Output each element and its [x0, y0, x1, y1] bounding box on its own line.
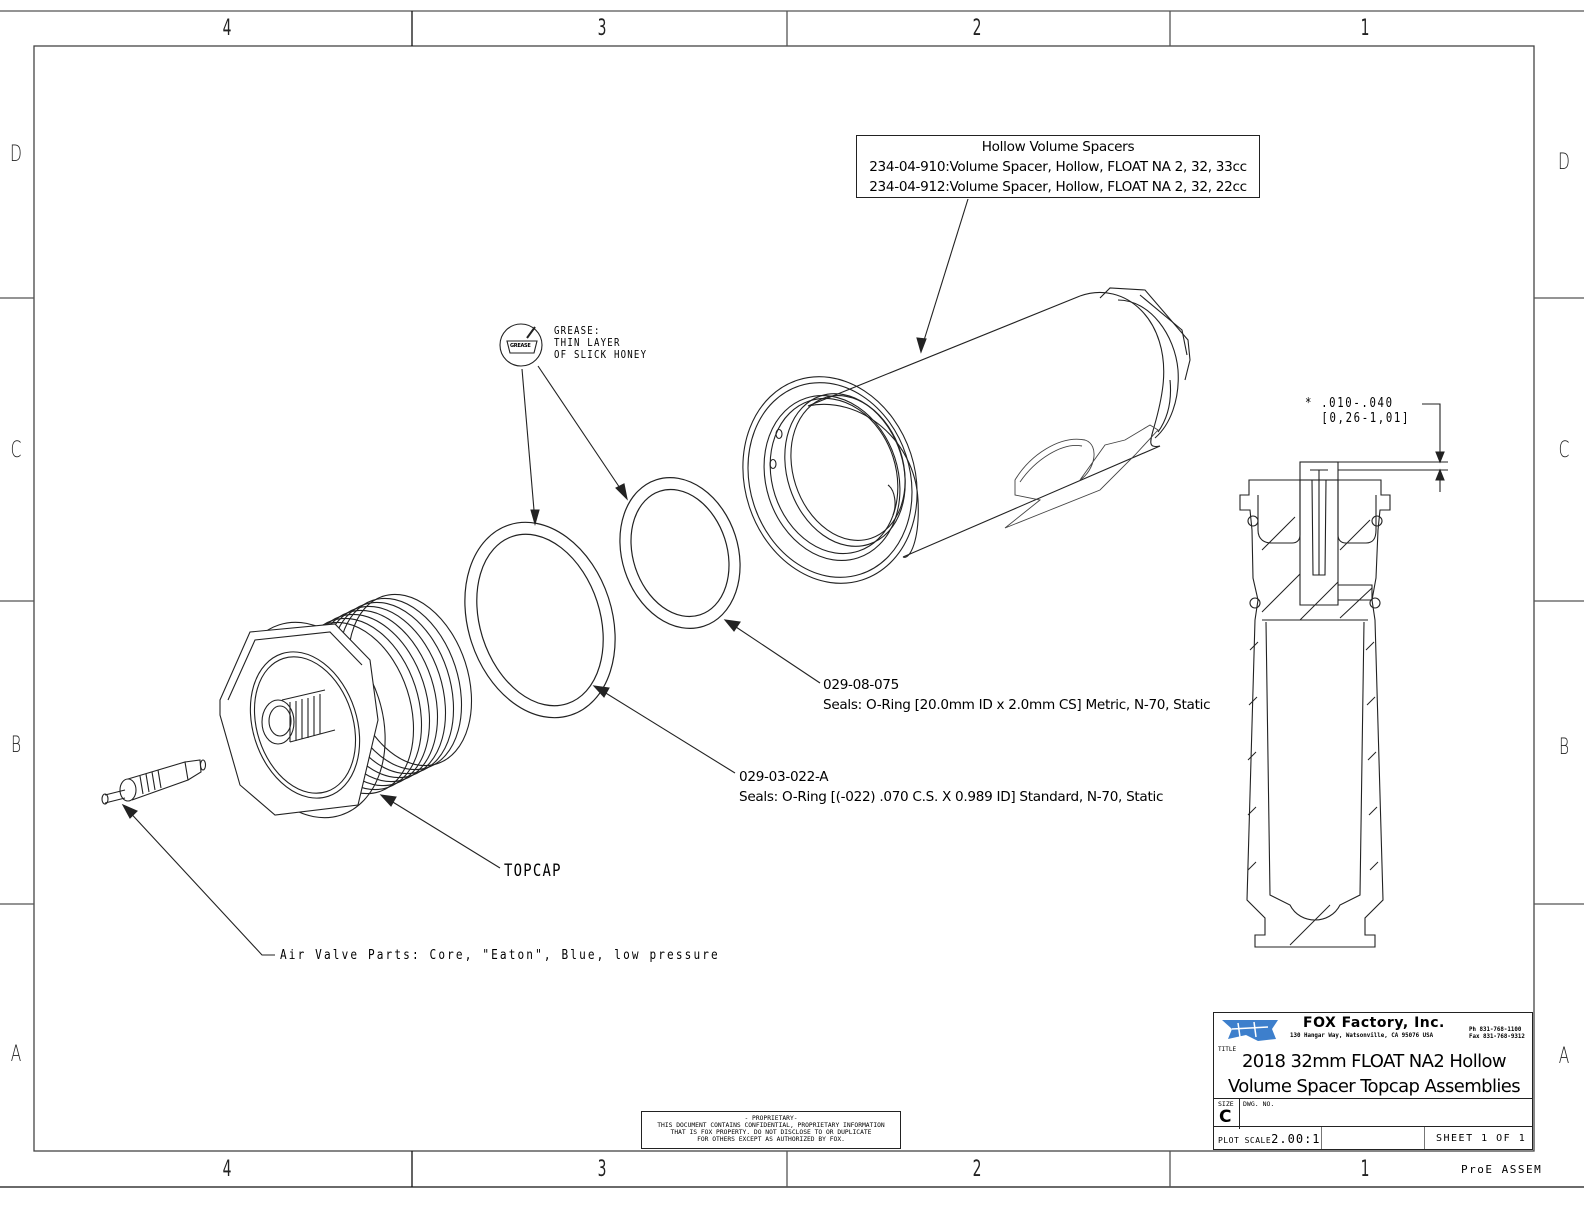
o-ring-large-part-number: 029-03-022-A	[739, 769, 829, 785]
title-label: TITLE	[1218, 1046, 1237, 1053]
grease-note-line: GREASE:	[554, 324, 601, 337]
zone-label-top-1: 1	[1360, 16, 1370, 41]
zone-label-left-d: D	[10, 142, 22, 167]
zone-label-right-a: A	[1558, 1044, 1570, 1069]
sheet-number: SHEET 1 OF 1	[1436, 1133, 1527, 1144]
sheet-divider	[1424, 1127, 1425, 1149]
zone-label-left-b: B	[10, 733, 22, 758]
dimension-imperial: * .010-.040	[1305, 396, 1394, 411]
o-ring-small-description: Seals: O-Ring [20.0mm ID x 2.0mm CS] Met…	[823, 697, 1211, 713]
fox-logo	[1222, 1020, 1278, 1041]
company-contact: Ph 831-768-1100 Fax 831-768-9312	[1469, 1027, 1525, 1041]
zone-label-bottom-1: 1	[1360, 1157, 1370, 1182]
scale-divider	[1321, 1127, 1322, 1149]
plot-scale-label: PLOT SCALE	[1218, 1136, 1272, 1145]
dimension-metric: [0,26-1,01]	[1321, 411, 1411, 426]
proprietary-line: THAT IS FOX PROPERTY. DO NOT DISCLOSE TO…	[670, 1129, 872, 1136]
zone-label-top-4: 4	[222, 16, 232, 41]
zone-label-left-c: C	[10, 438, 22, 463]
volume-spacers-heading: Hollow Volume Spacers	[981, 139, 1135, 155]
volume-spacer-part-22cc: 234-04-912:Volume Spacer, Hollow, FLOAT …	[869, 179, 1247, 195]
proprietary-notice: - PROPRIETARY- THIS DOCUMENT CONTAINS CO…	[641, 1111, 901, 1149]
o-ring-small-part-number: 029-08-075	[823, 677, 900, 693]
company-address: 130 Hangar Way, Watsonville, CA 95076 US…	[1290, 1033, 1434, 1039]
title-block-scale-row: PLOT SCALE2.00:1 SHEET 1 OF 1	[1214, 1126, 1532, 1151]
company-phone: Ph 831-768-1100	[1469, 1027, 1522, 1033]
zone-label-right-c: C	[1558, 438, 1570, 463]
proprietary-line: FOR OTHERS EXCEPT AS AUTHORIZED BY FOX.	[697, 1136, 845, 1143]
zone-label-right-d: D	[1558, 150, 1570, 175]
volume-spacers-callout: Hollow Volume Spacers 234-04-910:Volume …	[856, 135, 1260, 198]
sheet-frame	[0, 10, 1584, 1188]
air-valve-core-drawing	[101, 759, 207, 805]
zone-label-bottom-3: 3	[597, 1157, 607, 1182]
proe-assem-tag: ProE ASSEM	[1461, 1163, 1543, 1176]
size-label: SIZE	[1218, 1100, 1234, 1108]
proprietary-line: THIS DOCUMENT CONTAINS CONFIDENTIAL, PRO…	[657, 1122, 885, 1129]
zone-label-bottom-4: 4	[222, 1157, 232, 1182]
leader-lines	[121, 198, 969, 956]
grease-note-line: OF SLICK HONEY	[554, 348, 648, 361]
size-value: C	[1219, 1107, 1232, 1127]
title-block: FOX Factory, Inc. 130 Hangar Way, Watson…	[1213, 1012, 1533, 1150]
company-name: FOX Factory, Inc.	[1303, 1015, 1445, 1031]
volume-spacer-part-33cc: 234-04-910:Volume Spacer, Hollow, FLOAT …	[869, 159, 1247, 175]
plot-scale-value: 2.00:1	[1271, 1132, 1321, 1146]
topcap-label: TOPCAP	[504, 861, 562, 881]
drawing-title: 2018 32mm FLOAT NA2 Hollow Volume Spacer…	[1214, 1049, 1534, 1099]
grease-note: GREASE: THIN LAYER OF SLICK HONEY	[554, 325, 647, 361]
zone-label-top-2: 2	[972, 16, 982, 41]
o-ring-large-description: Seals: O-Ring [(-022) .070 C.S. X 0.989 …	[739, 789, 1164, 805]
plot-scale: PLOT SCALE2.00:1	[1218, 1132, 1321, 1146]
volume-spacer-drawing	[742, 287, 1191, 584]
drawing-title-line1: 2018 32mm FLOAT NA2 Hollow	[1241, 1051, 1507, 1072]
proprietary-line: - PROPRIETARY-	[744, 1115, 798, 1122]
size-divider	[1239, 1099, 1240, 1129]
o-ring-large-label: 029-03-022-A Seals: O-Ring [(-022) .070 …	[739, 767, 1163, 807]
drawing-title-line2: Volume Spacer Topcap Assemblies	[1227, 1076, 1521, 1097]
section-view-drawing	[1239, 403, 1448, 948]
o-ring-small-drawing	[619, 477, 741, 629]
zone-label-top-3: 3	[597, 16, 607, 41]
grease-icon	[499, 323, 543, 367]
grease-badge-label: GREASE	[510, 343, 531, 349]
o-ring-large-drawing	[464, 521, 616, 719]
zone-label-right-b: B	[1558, 735, 1570, 760]
company-fax: Fax 831-768-9312	[1469, 1034, 1525, 1040]
title-block-size-row: SIZE C DWG. NO.	[1214, 1098, 1532, 1129]
o-ring-small-label: 029-08-075 Seals: O-Ring [20.0mm ID x 2.…	[823, 675, 1211, 715]
grease-note-line: THIN LAYER	[554, 336, 621, 349]
zone-label-bottom-2: 2	[972, 1157, 982, 1182]
zone-label-left-a: A	[10, 1042, 22, 1067]
dimension-note: * .010-.040 [0,26-1,01]	[1305, 396, 1410, 426]
topcap-drawing	[219, 593, 473, 819]
air-valve-label: Air Valve Parts: Core, "Eaton", Blue, lo…	[280, 947, 720, 963]
dwg-no-label: DWG. NO.	[1243, 1100, 1275, 1108]
